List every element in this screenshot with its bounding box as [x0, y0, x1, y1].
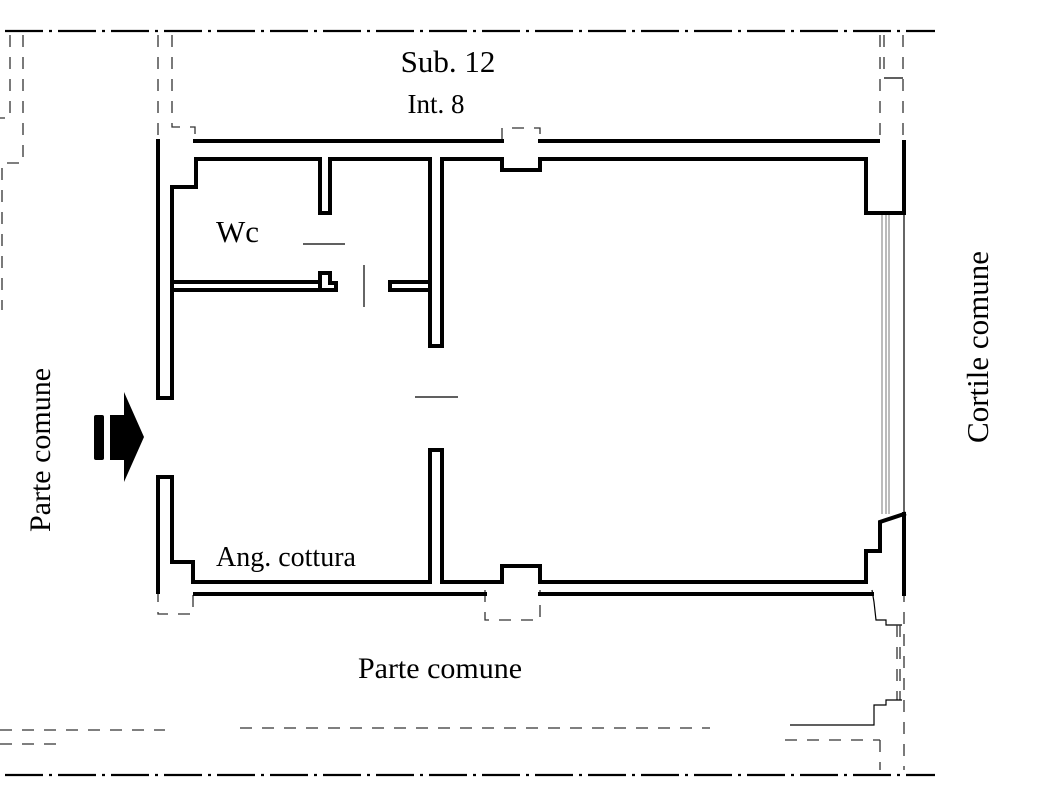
- entrance-arrow-icon: [94, 392, 144, 482]
- label-bottom-common-area: Parte comune: [358, 652, 522, 685]
- unit-subtitle: Int. 8: [408, 89, 465, 119]
- interior-walls: [156, 157, 907, 584]
- neighbor-outlines: [0, 35, 905, 770]
- room-label-kitchenette: Ang. cottura: [216, 542, 357, 573]
- exterior-walls: [156, 139, 906, 596]
- window-glazing: [881, 213, 905, 514]
- unit-title: Sub. 12: [401, 44, 496, 79]
- room-label-wc: Wc: [216, 214, 259, 249]
- label-right-courtyard: Cortile comune: [960, 251, 995, 443]
- door-marks: [303, 243, 458, 398]
- label-left-common-area: Parte comune: [24, 368, 57, 532]
